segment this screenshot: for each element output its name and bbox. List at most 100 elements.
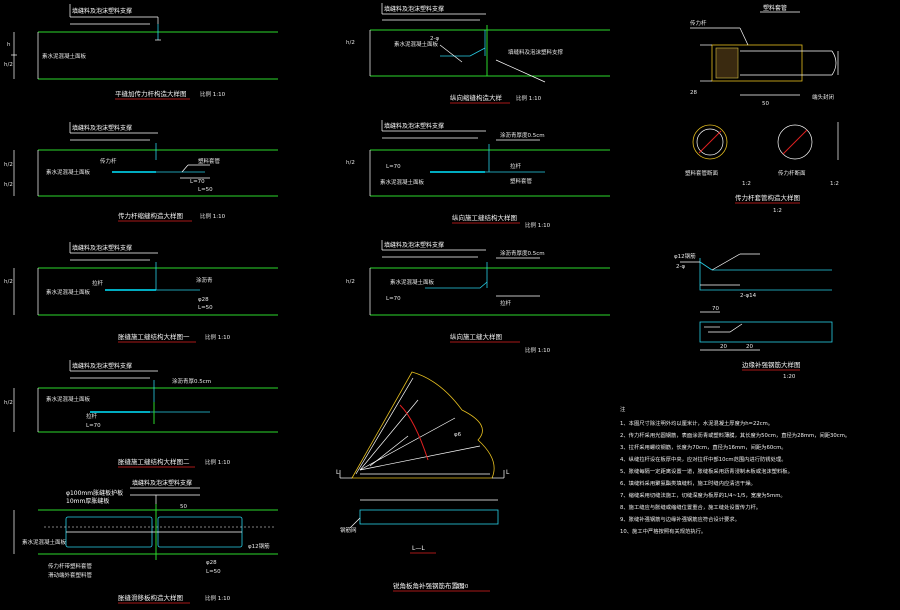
- d5-bottom1: 传力杆带塑料套管: [48, 562, 93, 570]
- notes-item-10: 10、施工中严格按照有关规范执行。: [620, 527, 706, 535]
- d8-leader: 填缝料及泡沫塑料支撑: [384, 241, 444, 249]
- d3-sleeve-label: 涂沥青: [196, 276, 213, 284]
- d9-scale-a: 1:2: [742, 181, 751, 187]
- d3-phi28: φ28: [198, 297, 209, 303]
- detail-8: 填缝料及泡沫塑料支撑 涂沥青厚度0.5cm 拉杆 素水泥混凝土面板 L=70 h…: [346, 240, 610, 354]
- d11-scale: 1:20: [456, 584, 469, 590]
- d2-title: 传力杆缩缝构造大样图: [118, 211, 183, 220]
- d3-title: 胀缝施工缝结构大样图一: [118, 332, 190, 341]
- d4-h2-tag: h/2: [4, 400, 13, 406]
- d1-slab-label: 素水泥混凝土面板: [42, 52, 87, 60]
- d9-label2: 传力杆: [690, 19, 707, 27]
- d9-caption2: 传力杆断面: [778, 169, 806, 177]
- d7-slab-label: 素水泥混凝土面板: [380, 178, 425, 186]
- d2-dim-l70: L=70: [190, 179, 205, 185]
- d7-bar2: 塑料套管: [510, 177, 533, 185]
- d2-scale: 比例 1:10: [200, 212, 226, 220]
- d9-sleeve: [711, 44, 803, 82]
- d3-dim-l50: L=50: [198, 305, 213, 311]
- notes-item-5: 5、胀缝每隔一定距离设置一道，胀缝板采用沥青浸制木板或泡沫塑料板。: [620, 467, 793, 475]
- d5-title: 胀缝滑移板构造大样图: [118, 593, 183, 602]
- d9-dim-50: 50: [762, 101, 769, 107]
- d8-right1: 涂沥青厚度0.5cm: [500, 249, 545, 257]
- d2-h2-tag-b: h/2: [4, 182, 13, 188]
- d5-phi28: φ28: [206, 560, 217, 566]
- d2-bar-label: 传力杆: [100, 157, 117, 165]
- detail-10: φ12钢筋 2-φ14 2-φ 20 20 70 边缘补强钢筋大样图 1:20: [674, 252, 833, 380]
- d10-dim-20b: 20: [746, 344, 753, 350]
- d10-title: 边缘补强钢筋大样图: [742, 360, 801, 369]
- d6-right-label: 填缝料及泡沫塑料支撑: [508, 48, 564, 56]
- d1-title: 平缝加传力杆构造大样图: [115, 89, 187, 98]
- d9-title: 传力杆套管构造大样图: [735, 193, 800, 202]
- d7-right: 涂沥青厚度0.5cm: [500, 131, 545, 139]
- d9-caption1: 塑料套管断面: [685, 169, 719, 177]
- d5-scale: 比例 1:10: [205, 594, 231, 602]
- detail-7: 填缝料及泡沫塑料支撑 涂沥青厚度0.5cm 拉杆 塑料套管 L=70 素水泥混凝…: [346, 120, 610, 229]
- d11-sec-l-right: L: [506, 469, 510, 476]
- d8-right2: 拉杆: [500, 299, 512, 307]
- d1-scale: 比例 1:10: [200, 90, 226, 98]
- notes-item-3: 3、拉杆采用螺纹钢筋，长度为70cm，直径为16mm，间距为60cm。: [620, 443, 787, 451]
- d11-title: 锐角板角补强钢筋布置图: [393, 581, 465, 590]
- notes-block: 注 1、本图尺寸除注明外均以厘米计，水泥混凝土厚度为h=22cm。 2、传力杆采…: [620, 405, 850, 535]
- d6-title: 纵向缩缝构造大样: [450, 93, 503, 102]
- d7-dim-l70: L=70: [386, 164, 401, 170]
- d8-title: 纵向施工缝大样图: [450, 332, 502, 341]
- d2-sleeve-label: 塑料套管: [198, 157, 221, 165]
- d7-title: 纵向施工缝结构大样图: [452, 213, 517, 222]
- detail-9: 塑料套管 传力杆 端头封闭 50 28 塑料套管断面 传力杆断面 1:2 1:2…: [685, 4, 839, 214]
- d3-leader: 填缝料及泡沫塑料支撑: [72, 244, 132, 252]
- d1-h-tag: h: [7, 42, 11, 48]
- detail-3: 填缝料及泡沫塑料支撑 素水泥混凝土面板 拉杆 涂沥青 φ28 L=50 h/2 …: [4, 242, 278, 343]
- notes-heading: 注: [620, 405, 626, 413]
- d10-dim-20a: 20: [720, 344, 727, 350]
- d9-scale-b: 1:2: [830, 181, 839, 187]
- notes-item-9: 9、胀缝补强钢筋与边缘补强钢筋应符合设计要求。: [620, 515, 740, 523]
- d5-dowel: φ12钢筋: [248, 542, 270, 550]
- d6-h2-tag: h/2: [346, 40, 355, 46]
- d8-h2-tag: h/2: [346, 279, 355, 285]
- detail-2: 填缝料及泡沫塑料支撑 素水泥混凝土面板 传力杆 塑料套管 L=70 L=50 h…: [4, 122, 278, 222]
- d9-scale-main: 1:2: [773, 208, 782, 214]
- d5-leader1: φ100mm胀缝板护板: [66, 489, 123, 497]
- notes-item-8: 8、施工缝应与胀缝或缩缝位置重合，施工缝处设置传力杆。: [620, 503, 761, 511]
- d4-slab-label: 素水泥混凝土面板: [46, 395, 91, 403]
- d5-leader2: 10mm厚胀缝板: [66, 497, 109, 505]
- d10-dim-70: 70: [712, 306, 719, 312]
- d8-dim-l70: L=70: [386, 296, 401, 302]
- d4-leader: 填缝料及泡沫塑料支撑: [72, 362, 132, 370]
- detail-6: 填缝料及泡沫塑料支撑 填缝料及泡沫塑料支撑 素水泥混凝土面板 2-φ h/2 纵…: [346, 3, 610, 104]
- d4-scale: 比例 1:10: [205, 458, 231, 466]
- d2-leader: 填缝料及泡沫塑料支撑: [72, 124, 132, 132]
- detail-5: φ100mm胀缝板护板 10mm厚胀缝板 填缝料及泡沫塑料支撑 φ12钢筋 传力…: [13, 479, 278, 604]
- d10-scale: 1:20: [783, 374, 796, 380]
- d11-section-bar: [359, 509, 499, 525]
- d10-bar2: 2-φ14: [740, 293, 757, 299]
- d4-bar-label: 拉杆: [86, 412, 98, 420]
- d10-section-box: [699, 321, 833, 343]
- d2-slab-label: 素水泥混凝土面板: [46, 168, 91, 176]
- d5-dim-l50: L=50: [206, 569, 221, 575]
- d9-sleeve-section: [692, 124, 728, 160]
- d9-bar-section: [777, 124, 813, 160]
- d5-leader3: 填缝料及泡沫塑料支撑: [132, 479, 192, 487]
- d7-h2-tag: h/2: [346, 160, 355, 166]
- notes-item-7: 7、缩缝采用切缝法施工，切缝深度为板厚的1/4~1/5，宽度为5mm。: [620, 491, 786, 499]
- d10-2phi: 2-φ: [676, 264, 685, 270]
- d10-bar: φ12钢筋: [674, 252, 696, 260]
- detail-1: 填缝料及泡沫塑料支撑 素水泥混凝土面板 h h/2 平缝加传力杆构造大样图 比例…: [4, 4, 278, 100]
- d6-scale: 比例 1:10: [516, 94, 542, 102]
- d7-bar: 拉杆: [510, 162, 522, 170]
- d11-label: 钢筋网: [340, 526, 357, 534]
- d4-right-note: 涂沥青厚0.5cm: [172, 377, 211, 385]
- d11-outline: [351, 371, 495, 479]
- notes-item-4: 4、纵缝拉杆设在板厚中央，应对拉杆中部10cm范围内进行防锈处理。: [620, 455, 787, 463]
- notes-item-1: 1、本图尺寸除注明外均以厘米计，水泥混凝土厚度为h=22cm。: [620, 419, 773, 427]
- d9-label1: 塑料套管: [763, 4, 787, 12]
- d10-plan-outline: [699, 258, 832, 291]
- d2-h2-tag: h/2: [4, 162, 13, 168]
- d3-bar-label: 拉杆: [92, 279, 104, 287]
- d1-leader: 填缝料及泡沫塑料支撑: [72, 7, 132, 15]
- d9-label3: 端头封闭: [812, 93, 834, 101]
